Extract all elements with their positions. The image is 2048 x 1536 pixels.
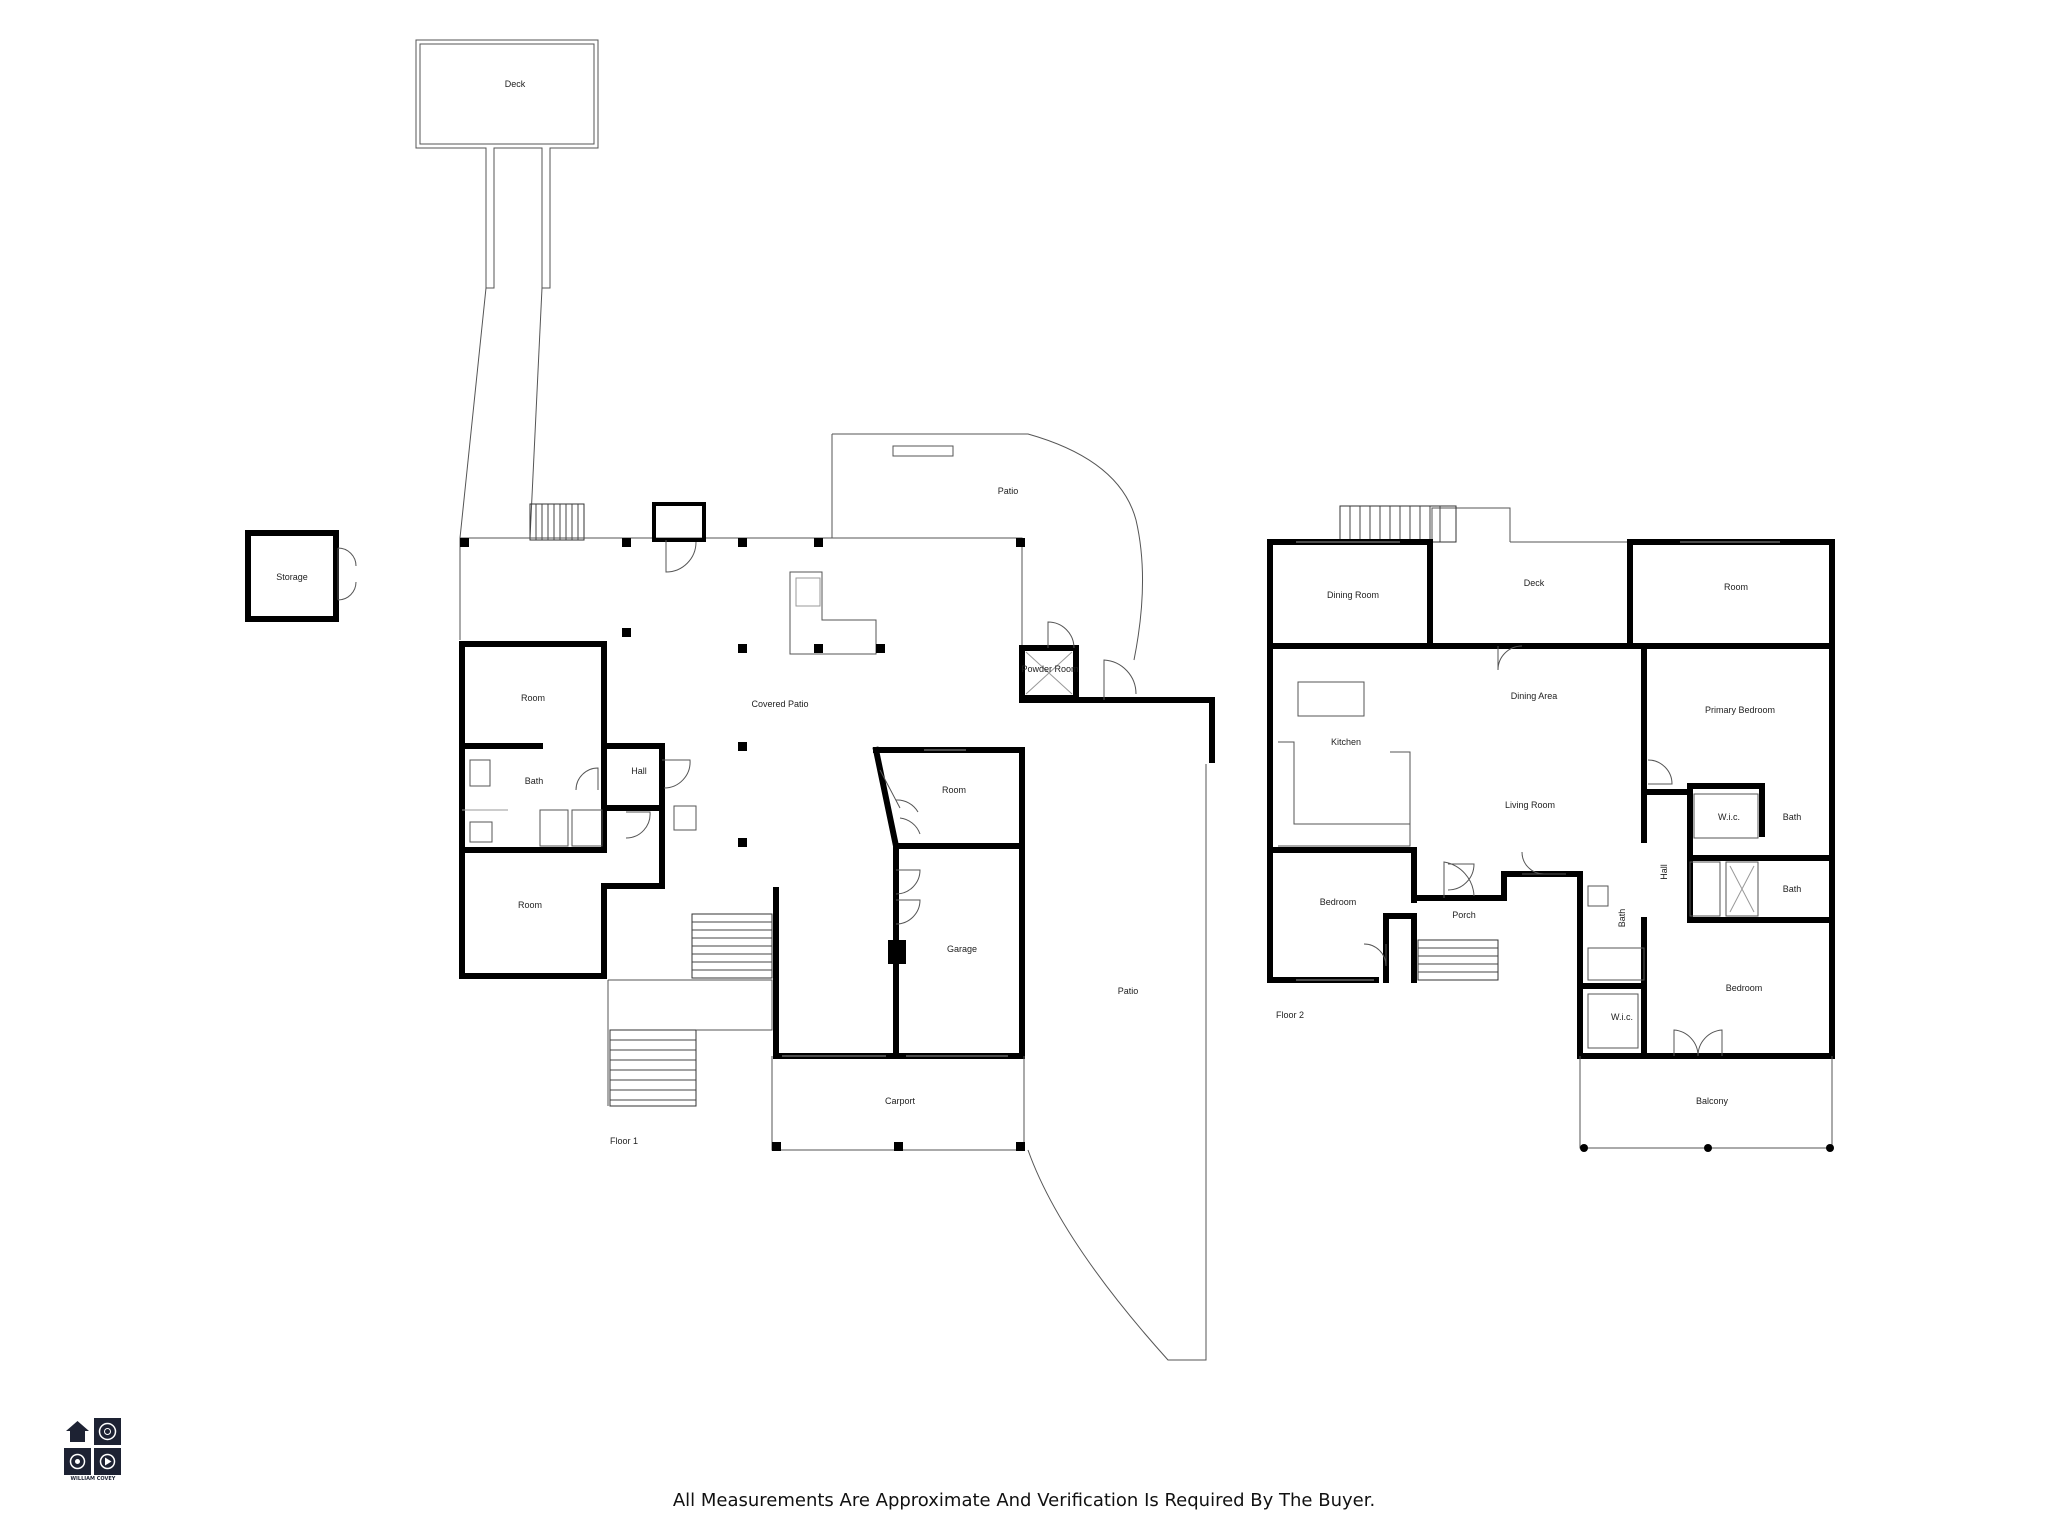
room-label-kitchen: Kitchen	[1331, 737, 1361, 747]
room-label-storage: Storage	[276, 572, 308, 582]
play-icon	[94, 1448, 121, 1475]
room-label-room: Room	[518, 900, 542, 910]
posts	[460, 538, 1025, 847]
room-label-bedroom: Bedroom	[1726, 983, 1763, 993]
room-label-deck: Deck	[505, 79, 526, 89]
room-label-carport: Carport	[885, 1096, 916, 1106]
house-icon	[64, 1418, 91, 1445]
stairs	[1339, 505, 1457, 543]
room-labels: Deck Storage Patio Covered Patio Room Ba…	[276, 79, 1801, 1146]
room-label-patio: Patio	[998, 486, 1019, 496]
floor-label: Floor 1	[610, 1136, 638, 1146]
room-label-room: Room	[942, 785, 966, 795]
room-label-deck: Deck	[1524, 578, 1545, 588]
stairs	[1417, 939, 1499, 981]
floor-label: Floor 2	[1276, 1010, 1304, 1020]
room-label-room: Room	[521, 693, 545, 703]
room-label-porch: Porch	[1452, 910, 1476, 920]
room-label-hall: Hall	[631, 766, 647, 776]
target-icon	[64, 1448, 91, 1475]
room-label-bath: Bath	[525, 776, 544, 786]
room-label-wic: W.i.c.	[1611, 1012, 1633, 1022]
room-label-living-room: Living Room	[1505, 800, 1555, 810]
room-label-dining-area: Dining Area	[1511, 691, 1558, 701]
floor-2	[1267, 505, 1835, 1152]
room-label-balcony: Balcony	[1696, 1096, 1729, 1106]
room-label-wic: W.i.c.	[1718, 812, 1740, 822]
floor-1	[245, 39, 1215, 1361]
logo-text: WILLIAM COVEY	[70, 1476, 116, 1482]
logo: WILLIAM COVEY	[64, 1418, 122, 1484]
room-label-covered-patio: Covered Patio	[751, 699, 808, 709]
room-label-room: Room	[1724, 582, 1748, 592]
room-label-bath: Bath	[1617, 909, 1627, 928]
room-label-bedroom: Bedroom	[1320, 897, 1357, 907]
room-label-garage: Garage	[947, 944, 977, 954]
room-label-bath: Bath	[1783, 884, 1802, 894]
stairs	[529, 503, 585, 541]
room-label-dining-room: Dining Room	[1327, 590, 1379, 600]
stairs	[609, 1029, 697, 1107]
aperture-icon	[94, 1418, 121, 1445]
disclaimer: All Measurements Are Approximate And Ver…	[672, 1490, 1376, 1511]
room-label-bath: Bath	[1783, 812, 1802, 822]
room-label-hall: Hall	[1659, 864, 1669, 880]
room-label-patio: Patio	[1118, 986, 1139, 996]
stairs	[691, 913, 773, 979]
room-label-primary-bedroom: Primary Bedroom	[1705, 705, 1775, 715]
room-label-powder-room: Powder Room	[1021, 664, 1078, 674]
